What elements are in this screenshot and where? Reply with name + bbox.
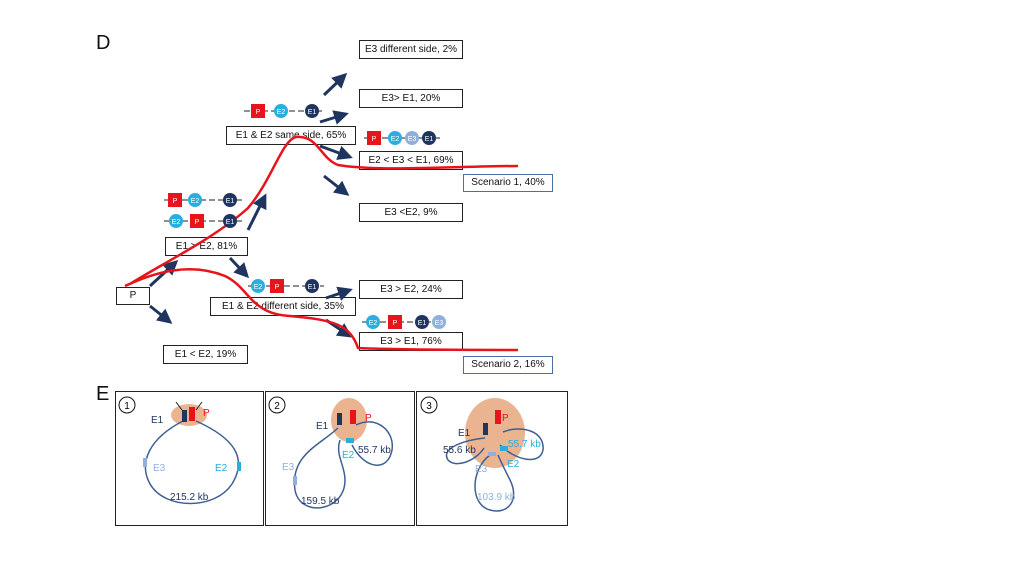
- arrow-p-to-e1lte2: [149, 304, 173, 324]
- node-e3-lt-e2: E3 <E2, 9%: [359, 203, 463, 222]
- loop-diagram-1: 1 E1 P E3 E2 215.2 kb: [118, 396, 241, 505]
- arrow-to-e3-gt-e1: [319, 110, 349, 125]
- gene-text-e1: E1: [425, 136, 434, 143]
- loop3-d1-label: 55.7 kb: [508, 439, 541, 450]
- loop1-e3-label: E3: [153, 463, 166, 474]
- loop3-e2-label: E2: [507, 459, 520, 470]
- scenario-2-box: Scenario 2, 16%: [463, 356, 553, 374]
- node-e3-different-side: E3 different side, 2%: [359, 40, 463, 59]
- gene-diagram-e1-gt-e2-b: E2 P E1: [164, 214, 242, 228]
- gene-text-e2: E2: [369, 320, 378, 327]
- promoter-glyph-label: P: [256, 109, 261, 116]
- node-e3-gt-e1-20: E3> E1, 20%: [359, 89, 463, 108]
- scenario-1-box: Scenario 1, 40%: [463, 174, 553, 192]
- loop2-e2-label: E2: [342, 450, 355, 461]
- gene-text-e2: E2: [172, 219, 181, 226]
- e1-glyph: [305, 104, 319, 118]
- promoter-glyph: [251, 104, 265, 118]
- e2-glyph-label: E2: [277, 109, 286, 116]
- gene-text-e1: E1: [226, 219, 235, 226]
- gene-text-e1: E1: [226, 198, 235, 205]
- gene-text-p: P: [275, 284, 280, 291]
- panel-1-number: 1: [124, 401, 130, 412]
- arrow-to-diff-side: [228, 256, 250, 279]
- gene-diagram-e3-gt-e1: E2 P E1 E3: [362, 315, 446, 329]
- arrow-to-e3-gt-e2: [325, 286, 353, 301]
- panel-3-number: 3: [426, 401, 432, 412]
- loop-diagram-3: 3 E1 P 55.7 kb 55.6 kb E2 E3 103.9 kb: [420, 396, 544, 512]
- scenario-2-path: [124, 268, 519, 352]
- loop3-p-label: P: [502, 413, 509, 424]
- gene-text-e2: E2: [191, 198, 200, 205]
- gene-diagram-same-side: P E2 E1: [244, 104, 322, 118]
- node-same-side: E1 & E2 same side, 65%: [226, 126, 356, 145]
- tree-arrows: [148, 72, 353, 338]
- loop1-dist-label: 215.2 kb: [170, 492, 209, 503]
- gene-text-p: P: [393, 320, 398, 327]
- loop1-e1-label: E1: [151, 415, 164, 426]
- arrow-p-to-e1gte2: [148, 259, 179, 288]
- arrow-to-same-side: [246, 193, 267, 231]
- gene-diagram-e2-e3-e1: P E2 E3 E1: [364, 131, 440, 145]
- loop3-d2-label: 55.6 kb: [443, 445, 476, 456]
- node-e1-lt-e2: E1 < E2, 19%: [163, 345, 248, 364]
- loop2-d2-label: 159.5 kb: [301, 496, 340, 507]
- loop1-e2-label: E2: [215, 463, 228, 474]
- gene-text-e2: E2: [254, 284, 263, 291]
- root-p-box: P: [116, 287, 150, 305]
- arrow-to-e3-lt-e2: [323, 174, 350, 196]
- loop3-e1-label: E1: [458, 428, 471, 439]
- gene-text-e3: E3: [408, 136, 417, 143]
- loop-diagram-2: 2 E1 P 55.7 kb E2 E3 159.5 kb: [268, 396, 393, 509]
- gene-text-e1: E1: [308, 284, 317, 291]
- e2-glyph: [274, 104, 288, 118]
- panel-e-letter: E: [96, 383, 110, 405]
- gene-text-p: P: [173, 198, 178, 205]
- gene-diagram-diff-side: E2 P E1: [248, 279, 324, 293]
- loop1-p-label: P: [203, 408, 210, 419]
- gene-text-p: P: [372, 136, 377, 143]
- arrow-to-e2-e3-e1: [319, 144, 353, 160]
- gene-text-e2: E2: [391, 136, 400, 143]
- loop2-p-label: P: [365, 413, 372, 424]
- node-e3-gt-e2-24: E3 > E2, 24%: [359, 280, 463, 299]
- loop2-d1-label: 55.7 kb: [358, 445, 391, 456]
- loop2-e1-label: E1: [316, 421, 329, 432]
- loop2-e3-label: E3: [282, 462, 295, 473]
- gene-text-p: P: [195, 219, 200, 226]
- panel-d-letter: D: [96, 32, 111, 54]
- loop3-e3-label: E3: [475, 464, 488, 475]
- loop3-d3-label: 103.9 kb: [477, 492, 516, 503]
- panel-2-number: 2: [274, 401, 280, 412]
- gene-text-e3: E3: [435, 320, 444, 327]
- gene-diagram-e1-gt-e2-a: P E2 E1: [164, 193, 242, 207]
- scenario-1-path: [129, 135, 519, 286]
- e1-glyph-label: E1: [308, 109, 317, 116]
- gene-text-e1: E1: [418, 320, 427, 327]
- arrow-to-e3-diff: [322, 72, 348, 97]
